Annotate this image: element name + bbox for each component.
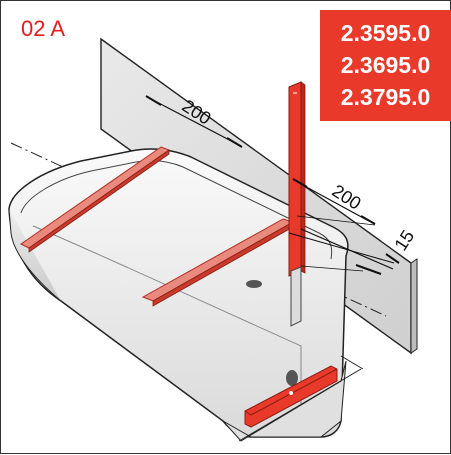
overflow-hole	[246, 280, 262, 288]
upright-foot	[290, 266, 302, 327]
article-number-3: 2.3795.0	[340, 84, 431, 110]
wall-panel-side	[410, 258, 418, 354]
tub-base	[222, 360, 347, 442]
bathtub-front	[8, 208, 62, 302]
article-number-box: 2.3595.0 2.3695.0 2.3795.0	[320, 10, 451, 121]
article-number-2: 2.3695.0	[340, 52, 431, 78]
tub-base-edge-2	[340, 355, 364, 370]
dim-line-gap	[300, 228, 394, 270]
dim-line-rail-spacing	[150, 98, 238, 145]
drain-hole	[286, 370, 298, 386]
article-number-1: 2.3595.0	[340, 20, 431, 46]
dim-gap: 15	[390, 227, 418, 255]
dim-line-upright-offset	[298, 182, 368, 221]
tub-base-edge	[238, 368, 362, 442]
step-label: 02 A	[21, 16, 66, 41]
